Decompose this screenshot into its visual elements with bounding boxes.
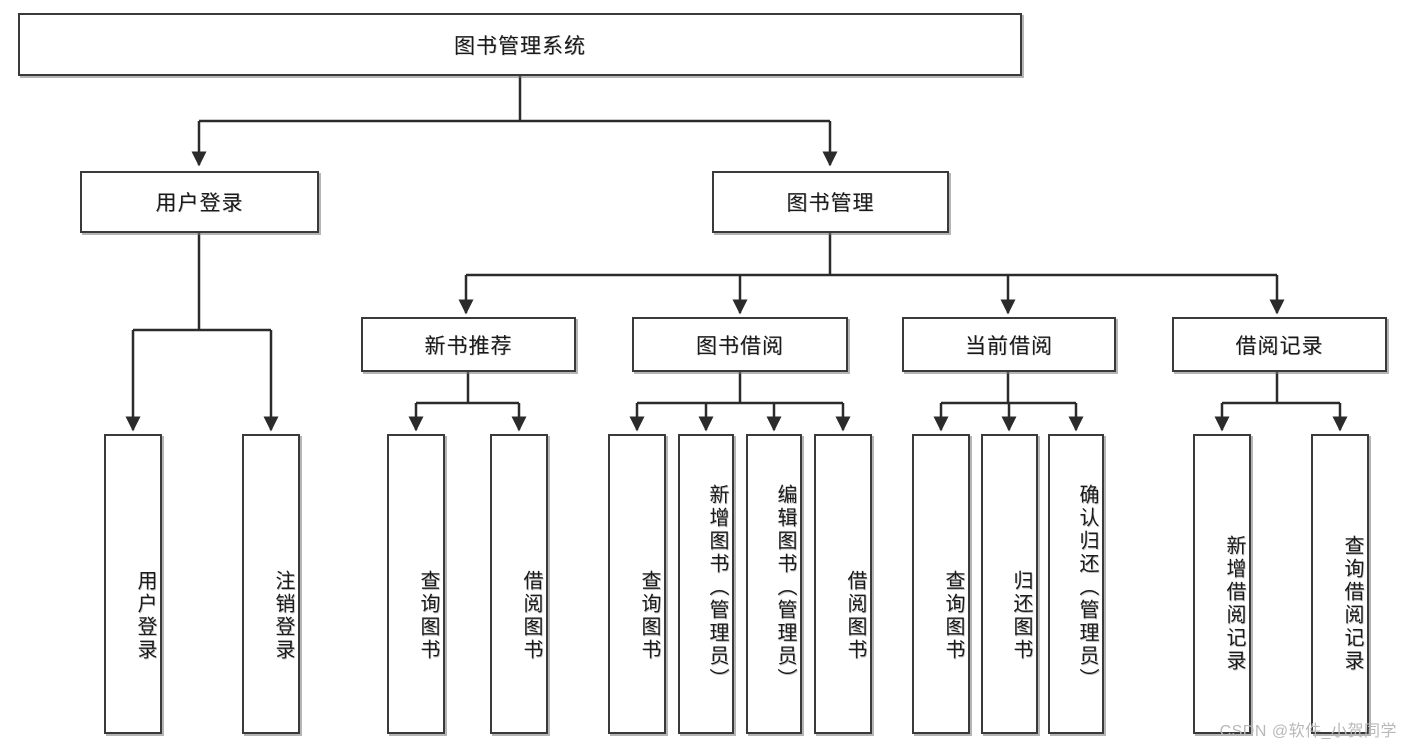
node-leaf-user-login[interactable]: 用户登录	[104, 434, 162, 734]
node-leaf-edit-book-label: 编辑图书（管理员）	[774, 483, 796, 691]
node-new-book-recommend-label: 新书推荐	[424, 334, 513, 358]
node-book-borrow-label: 图书借阅	[696, 334, 784, 358]
node-leaf-user-login-label: 用户登录	[134, 570, 156, 662]
node-leaf-query-book-3-label: 查询图书	[942, 570, 964, 662]
node-leaf-return-book-label: 归还图书	[1010, 570, 1032, 662]
node-borrow-record[interactable]: 借阅记录	[1172, 317, 1387, 372]
node-leaf-borrow-book-1[interactable]: 借阅图书	[490, 434, 548, 734]
node-leaf-add-record[interactable]: 新增借阅记录	[1193, 434, 1251, 734]
node-leaf-query-record[interactable]: 查询借阅记录	[1311, 434, 1369, 734]
node-leaf-add-book-label: 新增图书（管理员）	[706, 483, 728, 691]
node-leaf-borrow-book-1-label: 借阅图书	[520, 570, 542, 662]
node-leaf-query-record-label: 查询借阅记录	[1341, 535, 1363, 673]
node-leaf-query-book-1-label: 查询图书	[417, 570, 439, 662]
node-user-login[interactable]: 用户登录	[80, 171, 319, 233]
node-new-book-recommend[interactable]: 新书推荐	[361, 317, 576, 372]
node-leaf-edit-book[interactable]: 编辑图书（管理员）	[746, 434, 802, 734]
node-leaf-borrow-book-2-label: 借阅图书	[844, 570, 866, 662]
node-book-management-label: 图书管理	[786, 192, 875, 215]
node-leaf-user-logout[interactable]: 注销登录	[242, 434, 300, 734]
node-root-label: 图书管理系统	[454, 34, 586, 58]
node-leaf-confirm-return-label: 确认归还（管理员）	[1076, 483, 1098, 691]
node-leaf-query-book-3[interactable]: 查询图书	[912, 434, 970, 734]
node-leaf-user-logout-label: 注销登录	[272, 570, 294, 662]
node-borrow-record-label: 借阅记录	[1235, 334, 1324, 358]
node-book-management[interactable]: 图书管理	[712, 171, 949, 233]
node-leaf-add-record-label: 新增借阅记录	[1223, 535, 1245, 673]
node-leaf-query-book-1[interactable]: 查询图书	[387, 434, 445, 734]
node-leaf-borrow-book-2[interactable]: 借阅图书	[814, 434, 872, 734]
node-leaf-query-book-2-label: 查询图书	[638, 570, 660, 662]
node-current-borrow[interactable]: 当前借阅	[902, 317, 1116, 372]
node-root[interactable]: 图书管理系统	[18, 13, 1022, 76]
node-book-borrow[interactable]: 图书借阅	[632, 317, 848, 372]
node-current-borrow-label: 当前借阅	[965, 334, 1053, 358]
watermark-text: CSDN @软件_小贺同学	[1219, 723, 1397, 740]
node-leaf-return-book[interactable]: 归还图书	[981, 434, 1038, 734]
node-user-login-label: 用户登录	[155, 192, 244, 215]
node-leaf-confirm-return[interactable]: 确认归还（管理员）	[1048, 434, 1104, 734]
node-leaf-query-book-2[interactable]: 查询图书	[608, 434, 666, 734]
node-leaf-add-book[interactable]: 新增图书（管理员）	[678, 434, 734, 734]
